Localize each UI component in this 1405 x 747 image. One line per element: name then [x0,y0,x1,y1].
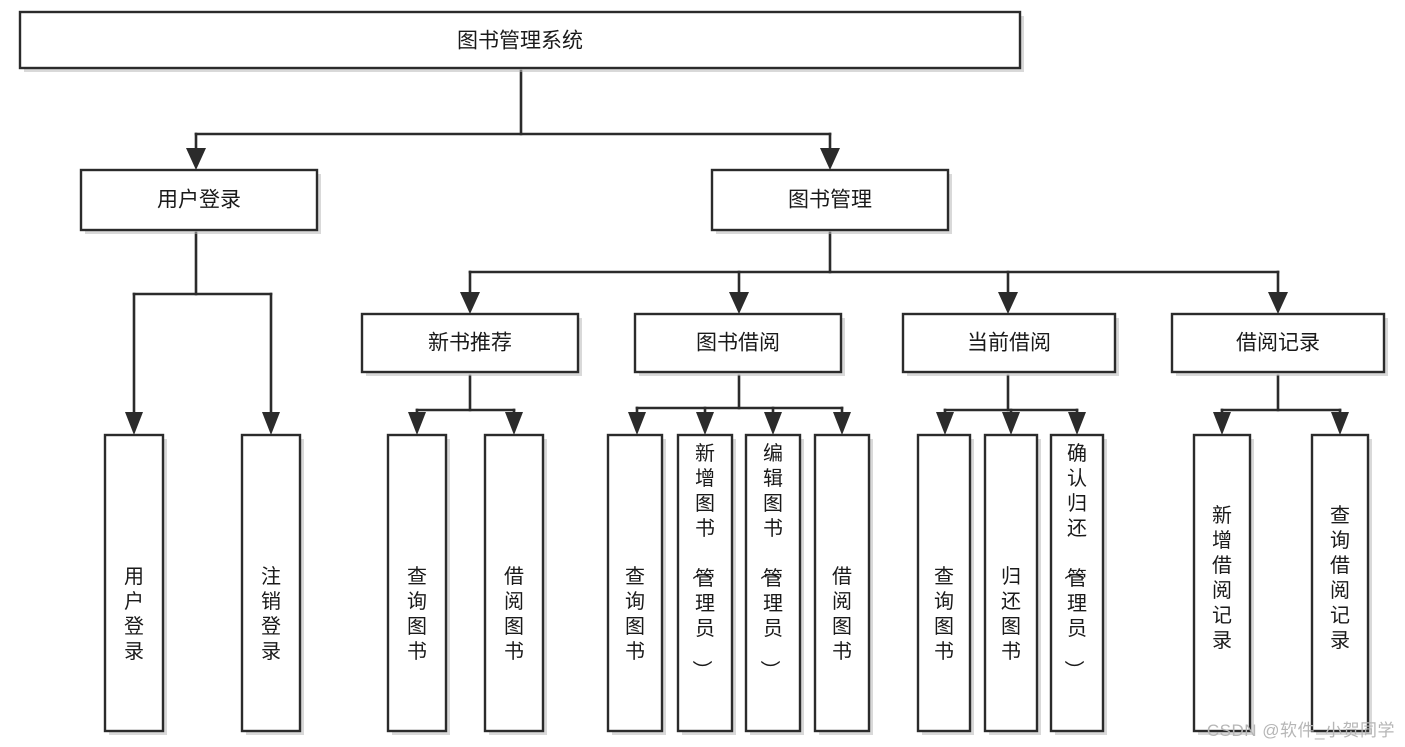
node-leaf-ul-0-label: 用户登录 [124,566,144,663]
node-leaf-cb-2-label: 确认归还（管理员） [1062,442,1087,680]
node-leaf-new-book-0[interactable]: 查询图书 [386,433,450,735]
node-root-label: 图书管理系统 [457,30,583,53]
node-borrow-record-label: 借阅记录 [1236,332,1320,355]
node-leaf-ul-1-label: 注销登录 [261,565,281,663]
node-leaf-cb-1-rect[interactable] [983,433,1039,733]
node-book-borrow-rect[interactable] [633,312,843,374]
connector-bookmgmt-to-level2 [460,231,1288,314]
node-user-login-rect[interactable] [79,168,319,232]
node-current-borrow-label: 当前借阅 [967,332,1051,355]
arrow-head-ul-1 [262,412,280,435]
node-leaf-new-book-1[interactable]: 借阅图书 [483,433,547,735]
connector-userlogin-to-leaves [125,231,280,435]
node-book-borrow-label: 图书借阅 [696,332,780,355]
arrow-head-bb-3 [833,412,851,435]
connector-bookborrow-to-leaves [628,374,851,435]
node-leaf-user-login-0[interactable]: 用户登录 [103,433,167,735]
node-leaf-cb-0-label: 查询图书 [934,565,954,663]
arrow-head-cb-0 [936,412,954,435]
node-leaf-book-borrow-0[interactable]: 查询图书 [606,433,666,735]
connector-borrowrecord-to-leaves [1213,374,1349,435]
arrow-head-bb-1 [696,412,714,435]
node-root-rect[interactable] [18,10,1022,70]
node-book-borrow[interactable]: 图书借阅 [633,312,845,376]
node-leaf-ul-1-rect[interactable] [240,433,302,733]
node-leaf-br-1-label: 查询借阅记录 [1330,504,1350,652]
node-leaf-borrow-record-1[interactable]: 查询借阅记录 [1310,433,1372,735]
node-book-management-rect[interactable] [710,168,950,232]
arrow-head-ul-0 [125,412,143,435]
node-leaf-user-login-1[interactable]: 注销登录 [240,433,304,735]
node-new-book-recommend-label: 新书推荐 [428,332,512,355]
node-leaf-book-borrow-1[interactable]: 新增图书（管理员） [676,433,736,735]
node-leaf-br-1-rect[interactable] [1310,433,1370,733]
node-leaf-bb-1-label: 新增图书（管理员） [690,442,715,680]
arrow-head-nb-0 [408,412,426,435]
node-user-login[interactable]: 用户登录 [79,168,321,234]
arrow-head-l2-2 [998,292,1018,314]
node-leaf-book-borrow-2[interactable]: 编辑图书（管理员） [744,433,804,735]
node-current-borrow[interactable]: 当前借阅 [901,312,1119,376]
node-book-management-label: 图书管理 [788,189,872,212]
node-leaf-nb-0-label: 查询图书 [407,565,427,663]
node-leaf-bb-0-rect[interactable] [606,433,664,733]
arrow-head-book-mgmt [820,148,840,170]
node-new-book-recommend[interactable]: 新书推荐 [360,312,582,376]
arrow-head-cb-2 [1068,412,1086,435]
node-user-login-label: 用户登录 [157,189,241,212]
arrow-head-cb-1 [1002,412,1020,435]
arrow-head-br-1 [1331,412,1349,435]
arrow-head-user-login [186,148,206,170]
node-leaf-nb-1-label: 借阅图书 [504,565,524,663]
node-new-book-recommend-rect[interactable] [360,312,580,374]
arrow-head-l2-1 [729,292,749,314]
node-leaf-bb-2-label: 编辑图书（管理员） [758,442,783,680]
node-leaf-bb-3-label: 借阅图书 [832,565,852,663]
node-borrow-record-rect[interactable] [1170,312,1386,374]
node-book-management[interactable]: 图书管理 [710,168,952,234]
node-leaf-cb-0-rect[interactable] [916,433,972,733]
arrow-head-bb-2 [764,412,782,435]
connector-root-to-level1 [186,69,840,170]
node-borrow-record[interactable]: 借阅记录 [1170,312,1388,376]
node-leaf-cb-1-label: 归还图书 [1001,565,1021,663]
node-leaf-br-0-label: 新增借阅记录 [1212,504,1232,652]
connector-newbook-to-leaves [408,374,523,435]
node-leaf-current-borrow-1[interactable]: 归还图书 [983,433,1041,735]
node-root[interactable]: 图书管理系统 [18,10,1024,72]
node-leaf-book-borrow-3[interactable]: 借阅图书 [813,433,873,735]
csdn-watermark: CSDN @软件_小贺同学 [1206,721,1395,740]
node-leaf-bb-0-label: 查询图书 [625,565,645,663]
node-leaf-ul-0-rect[interactable] [103,433,165,733]
node-leaf-borrow-record-0[interactable]: 新增借阅记录 [1192,433,1254,735]
node-leaf-nb-1-rect[interactable] [483,433,545,733]
node-leaf-bb-3-rect[interactable] [813,433,871,733]
node-leaf-bb-1-rect[interactable] [676,433,734,733]
node-current-borrow-rect[interactable] [901,312,1117,374]
arrow-head-nb-1 [505,412,523,435]
node-leaf-current-borrow-0[interactable]: 查询图书 [916,433,974,735]
node-leaf-cb-2-rect[interactable] [1049,433,1105,733]
node-leaf-bb-2-rect[interactable] [744,433,802,733]
connector-currentborrow-to-leaves [936,374,1086,435]
node-leaf-current-borrow-2[interactable]: 确认归还（管理员） [1049,433,1107,735]
arrow-head-bb-0 [628,412,646,435]
arrow-head-br-0 [1213,412,1231,435]
arrow-head-l2-0 [460,292,480,314]
node-leaf-br-0-rect[interactable] [1192,433,1252,733]
arrow-head-l2-3 [1268,292,1288,314]
node-leaf-nb-0-rect[interactable] [386,433,448,733]
